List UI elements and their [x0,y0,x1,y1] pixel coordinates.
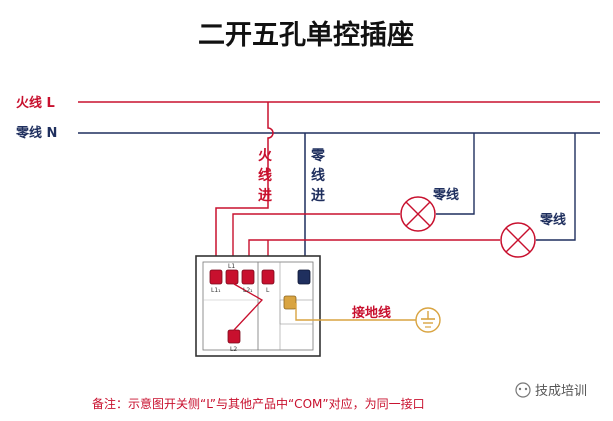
neutral-in-char-2: 线 [311,167,325,184]
footnote: 备注：示意图开关侧“L”与其他产品中“COM”对应，为同一接口 [92,396,425,411]
lamp1-neutral-label: 零线 [432,187,459,203]
terminal-l2-label: L2 [230,346,237,353]
terminal-l1-label: L1 [228,263,235,270]
terminal-l11 [209,269,223,285]
lamp1-bulb [400,196,436,232]
terminal-l21 [241,269,255,285]
diagram-title: 二开五孔单控插座 [198,19,414,51]
lamp1-switch-wire [232,213,400,268]
terminal-socket-n [297,269,311,285]
lamp2-neutral-wire [536,133,576,241]
live-feed-wire [215,102,274,268]
watermark-text: 技成培训 [535,383,587,399]
terminal-l21-label: L2₁ [243,287,253,294]
ground-label: 接地线 [352,305,391,321]
live-in-char-2: 线 [258,167,272,184]
wechat-icon [515,382,531,398]
terminal-socket-l [261,269,275,285]
live-in-char-3: 进 [258,188,272,204]
terminal-l11-label: L1₁ [211,287,221,294]
neutral-in-char-1: 零 [310,147,326,164]
terminal-l-label: L [266,287,270,294]
watermark: 技成培训 [515,382,587,399]
ground-symbol [415,307,441,333]
lamp2-neutral-label: 零线 [539,212,566,228]
terminal-ground [283,295,297,310]
ground-wire [295,303,416,321]
neutral-line-label: 零线 N [15,125,57,141]
live-in-char-1: 火 [258,148,273,164]
terminal-l2 [227,329,241,344]
terminal-l1 [225,269,239,285]
live-line-label: 火线 L [16,95,55,111]
lamp2-bulb [500,222,536,258]
lamp1-neutral-wire [436,133,475,215]
neutral-in-char-3: 进 [311,188,325,204]
internal-jumper-wire [233,283,264,331]
